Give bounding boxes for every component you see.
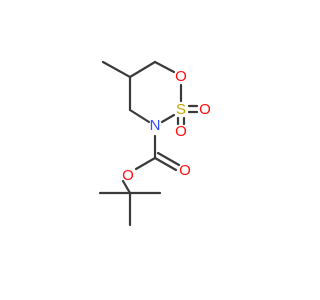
atom-sulfur: S xyxy=(176,101,186,118)
atom-sulfonyl-oxygen-down: O xyxy=(175,123,187,140)
bond-c7-o5 xyxy=(134,156,157,171)
atom-carbonyl-oxygen: O xyxy=(179,162,191,179)
structure-canvas: O S O O N O O xyxy=(98,60,211,227)
bond-s-n xyxy=(160,113,176,124)
bond-c7-o4-b xyxy=(156,151,181,167)
bond-c6-o1 xyxy=(153,60,176,74)
atom-nitrogen: N xyxy=(150,117,161,134)
atom-sulfonyl-oxygen-right: O xyxy=(199,101,211,118)
bond-c7-o4-a xyxy=(153,156,178,172)
bond-n-c4 xyxy=(128,108,151,124)
atom-ring-oxygen: O xyxy=(175,68,187,85)
bond-methyl-c5 xyxy=(101,60,132,79)
atom-ester-oxygen: O xyxy=(122,167,134,184)
molecule-diagram: O S O O N O O xyxy=(98,60,211,227)
bonds xyxy=(98,60,199,227)
atom-labels: O S O O N O O xyxy=(122,68,211,184)
bond-o5-c8 xyxy=(121,179,132,195)
bond-c5-c6 xyxy=(128,60,157,79)
